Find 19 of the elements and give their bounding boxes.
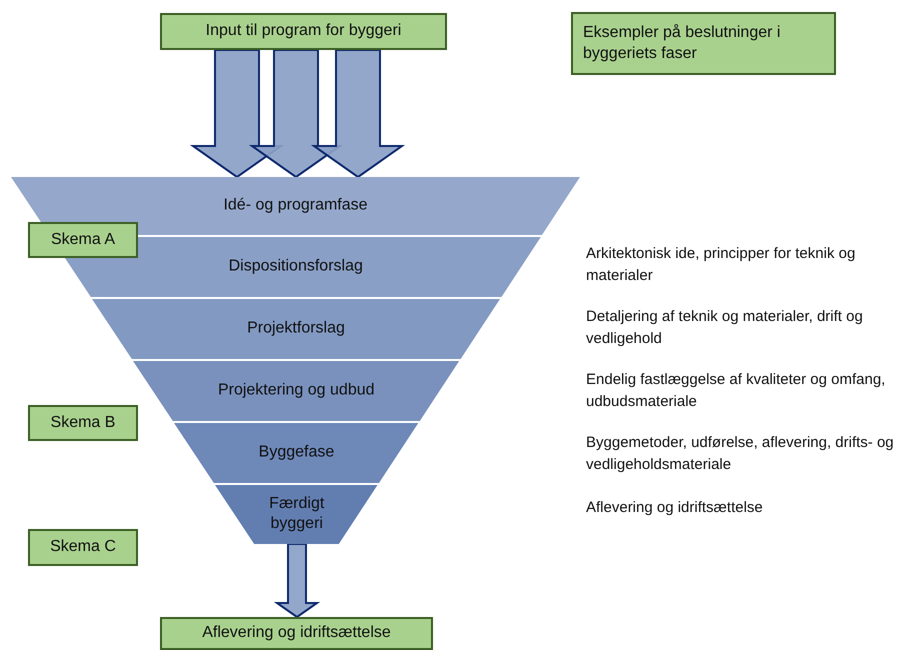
decision-note: Aflevering og idriftsættelse xyxy=(586,498,764,518)
decision-note: Endelig fastlæggelse af kvaliteter og omfang, udbudsmateriale xyxy=(586,370,886,412)
decision-note: Byggemetoder, udførelse, aflevering, drifts- og vedligeholdsmateriale xyxy=(586,433,895,475)
phase-label: Projektforslag xyxy=(247,318,345,339)
decision-note: Detaljering af teknik og materialer, drift og vedligehold xyxy=(586,307,864,349)
form-box: Skema B xyxy=(28,405,138,441)
phase-label: Byggefase xyxy=(258,442,334,463)
form-box: Skema A xyxy=(28,222,138,258)
input-box: Input til program for byggeri xyxy=(160,13,447,50)
output-box: Aflevering og idriftsættelse xyxy=(160,617,433,650)
decision-note: Arkitektonisk ide, principper for teknik og materialer xyxy=(586,244,856,286)
phase-label: Færdigt byggeri xyxy=(268,494,326,534)
phase-label: Projektering og udbud xyxy=(218,380,375,401)
block-arrow xyxy=(310,49,406,178)
phase-label: Dispositionsforslag xyxy=(228,256,363,277)
block-arrow xyxy=(274,543,320,618)
form-box: Skema C xyxy=(28,529,138,566)
phase-label: Idé- og programfase xyxy=(223,196,368,216)
heading-box: Eksempler på beslutninger i byggeriets faser xyxy=(571,12,836,75)
